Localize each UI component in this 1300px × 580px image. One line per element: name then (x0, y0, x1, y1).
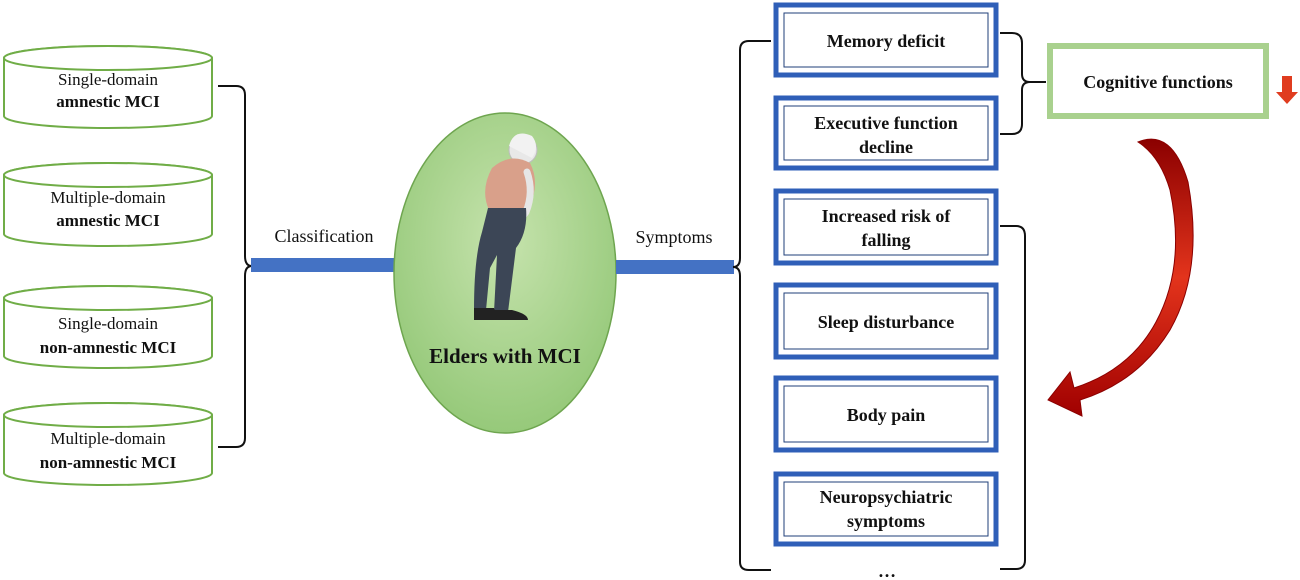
symptom-box-body-pain: Body pain (773, 375, 999, 453)
center-label: Elders with MCI (429, 344, 581, 368)
decrease-arrow-icon (1276, 76, 1298, 104)
mci-type-cylinder-4: Multiple-domain non-amnestic MCI (3, 402, 213, 486)
symptoms-brace (732, 40, 771, 571)
center-node: Elders with MCI (393, 112, 617, 434)
symptom-line1: Executive function (814, 113, 958, 133)
classification-connector (251, 258, 394, 272)
mci-type-line1: Single-domain (58, 314, 159, 333)
symptom-box-neuropsychiatric: Neuropsychiatric symptoms (773, 471, 999, 547)
mci-type-line2: amnestic MCI (56, 92, 160, 111)
mci-type-line2: non-amnestic MCI (40, 338, 177, 357)
symptom-box-executive-function: Executive function decline (773, 95, 999, 171)
symptom-box-memory-deficit: Memory deficit (773, 2, 999, 78)
symptom-line1: Neuropsychiatric (820, 487, 953, 507)
symptom-line2: falling (861, 230, 910, 250)
mci-type-cylinder-2: Multiple-domain amnestic MCI (3, 162, 213, 247)
symptom-line1: Memory deficit (827, 31, 945, 51)
symptom-box-falling-risk: Increased risk of falling (773, 188, 999, 266)
classification-brace (218, 85, 253, 448)
mci-type-line1: Single-domain (58, 70, 159, 89)
symptom-line1: Sleep disturbance (818, 312, 955, 332)
symptom-box-sleep-disturbance: Sleep disturbance (773, 282, 999, 360)
mci-type-line1: Multiple-domain (50, 429, 166, 448)
symptom-line1: Body pain (847, 405, 926, 425)
symptoms-connector (616, 260, 734, 274)
symptom-line2: symptoms (847, 511, 925, 531)
classification-label: Classification (275, 226, 374, 246)
mci-type-line1: Multiple-domain (50, 188, 166, 207)
mci-type-cylinder-1: Single-domain amnestic MCI (3, 45, 213, 129)
elderly-person-icon (474, 133, 538, 320)
cognitive-functions-box: Cognitive functions (1047, 43, 1269, 119)
curved-red-arrow-icon (1047, 138, 1194, 417)
cognitive-bracket (1000, 32, 1031, 135)
symptoms-more-ellipsis: … (878, 561, 896, 580)
symptom-line2: decline (859, 137, 913, 157)
mci-type-line2: amnestic MCI (56, 211, 160, 230)
other-symptoms-bracket (1000, 225, 1026, 570)
symptoms-label: Symptoms (635, 227, 712, 247)
mci-type-cylinder-3: Single-domain non-amnestic MCI (3, 285, 213, 369)
mci-type-line2: non-amnestic MCI (40, 453, 177, 472)
cognitive-functions-label: Cognitive functions (1083, 72, 1233, 92)
symptom-line1: Increased risk of (822, 206, 952, 226)
